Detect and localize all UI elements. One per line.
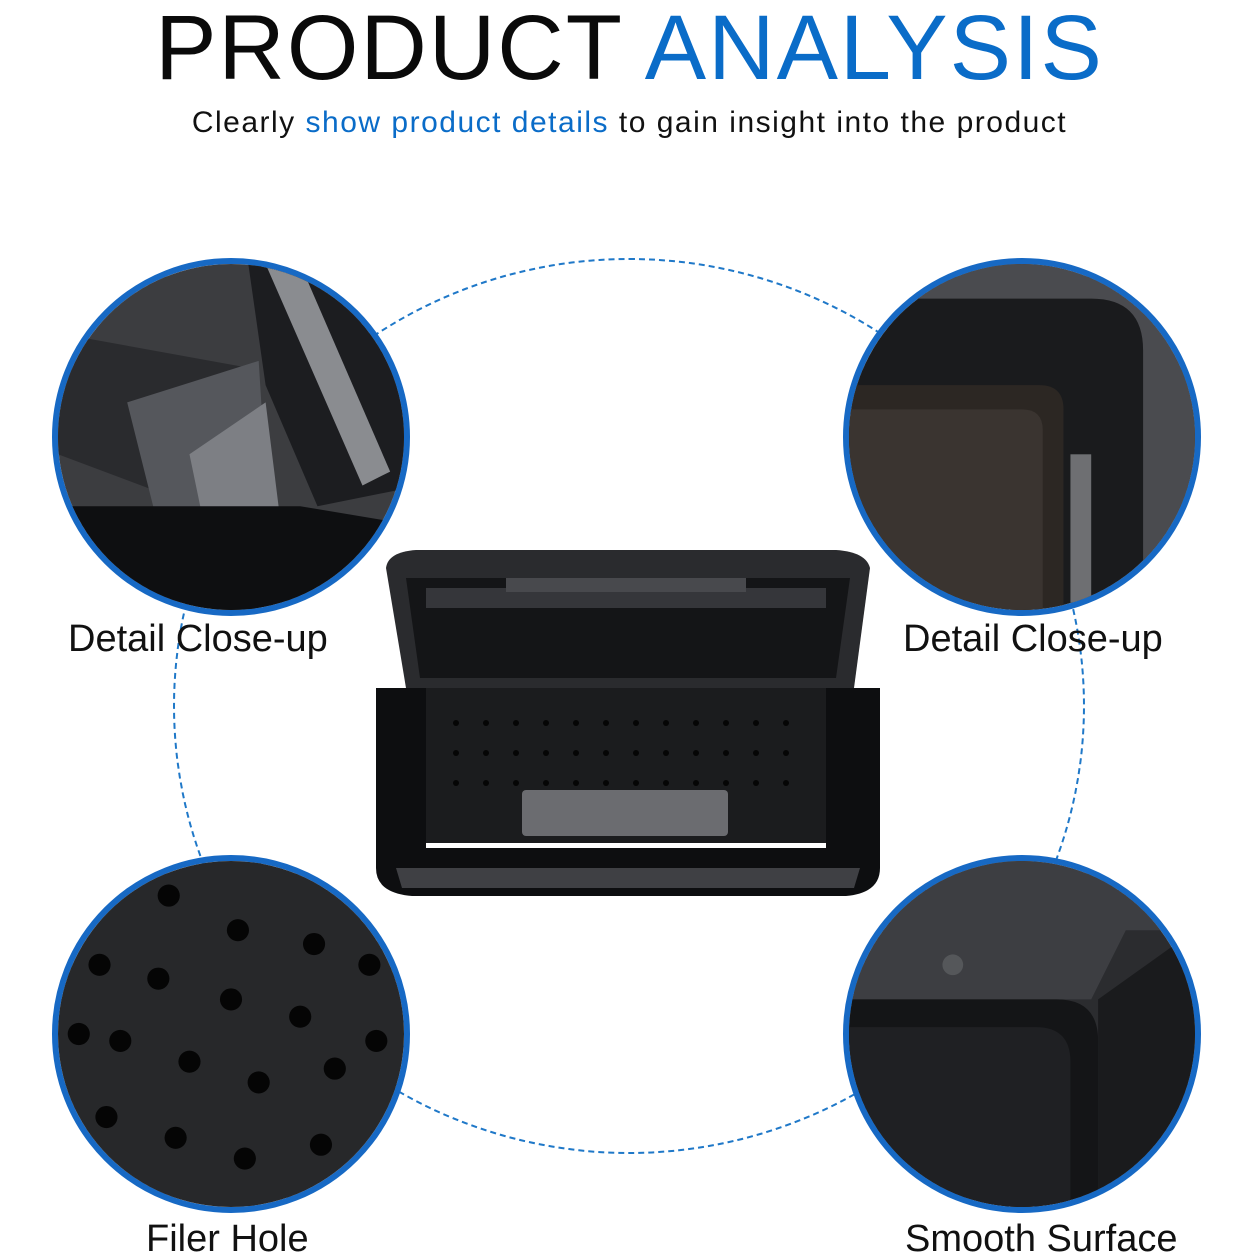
bubble-hinge-closeup [52, 258, 410, 616]
title-product: PRODUCT [155, 0, 623, 99]
subtitle-post: to gain insight into the product [618, 106, 1068, 139]
product-open-box [366, 548, 890, 914]
title-analysis: ANALYSIS [644, 0, 1104, 99]
label-detail-closeup-left: Detail Close-up [68, 618, 328, 660]
label-filer-hole: Filer Hole [146, 1218, 309, 1260]
bubble-smooth-corner-closeup [843, 855, 1201, 1213]
hole-pattern-closeup-icon [58, 861, 404, 1207]
subtitle-pre: Clearly [191, 106, 296, 139]
smooth-corner-closeup-icon [849, 861, 1195, 1207]
page-title: PRODUCT ANALYSIS [0, 2, 1259, 94]
label-detail-closeup-right: Detail Close-up [903, 618, 1163, 660]
page-subtitle: Clearly show product details to gain ins… [0, 106, 1259, 140]
label-smooth-surface: Smooth Surface [905, 1218, 1178, 1260]
hinge-closeup-icon [58, 264, 404, 610]
dashed-orbit-ring [173, 258, 1085, 1154]
open-box-icon [376, 550, 880, 896]
subtitle-accent: show product details [305, 106, 610, 139]
bubble-hole-pattern-closeup [52, 855, 410, 1213]
bubble-lid-corner-closeup [843, 258, 1201, 616]
lid-corner-closeup-icon [849, 264, 1195, 610]
